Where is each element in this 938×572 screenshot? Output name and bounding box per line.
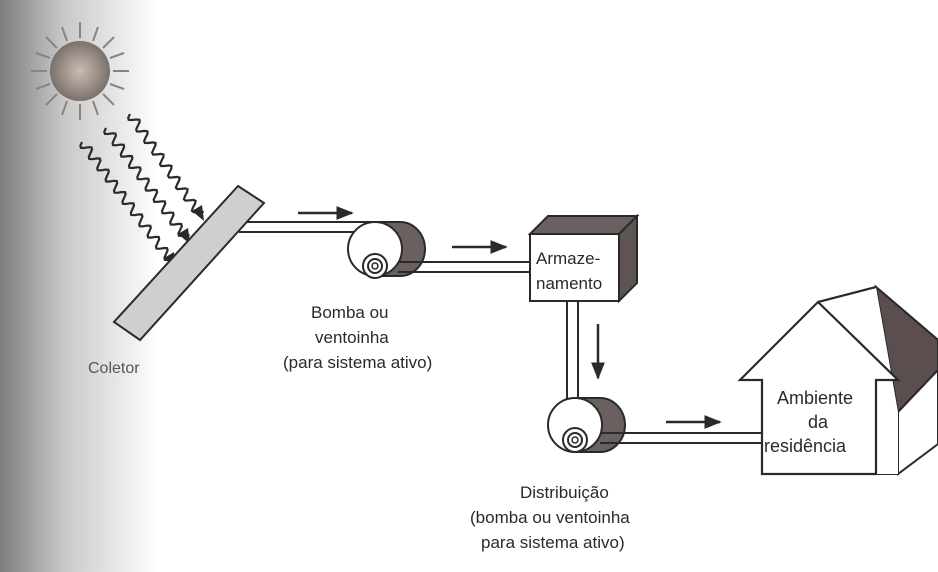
storage-label-line2: namento bbox=[536, 274, 602, 293]
radiation-wave bbox=[127, 113, 205, 214]
radiation-wave bbox=[79, 141, 176, 262]
house-label-line1: Ambiente bbox=[777, 388, 853, 408]
storage-label-line1: Armaze- bbox=[536, 249, 600, 268]
storage-box-icon bbox=[527, 213, 640, 304]
pump-label-line1: Bomba ou bbox=[311, 303, 389, 322]
pipe-distribution-to-house bbox=[600, 432, 762, 444]
distribution-label-line2: (bomba ou ventoinha bbox=[470, 508, 630, 527]
distribution-label-line3: para sistema ativo) bbox=[481, 533, 625, 552]
house-label-line3: residência bbox=[764, 436, 847, 456]
distribution-pump-icon bbox=[547, 397, 626, 453]
solar-radiation-waves bbox=[79, 113, 205, 262]
distribution-label-line1: Distribuição bbox=[520, 483, 609, 502]
pump-label-line2: ventoinha bbox=[315, 328, 389, 347]
sun-icon bbox=[31, 22, 129, 120]
house-label-line2: da bbox=[808, 412, 829, 432]
collector-panel bbox=[112, 184, 266, 342]
radiation-wave bbox=[103, 127, 190, 238]
pump-label-line3: (para sistema ativo) bbox=[283, 353, 432, 372]
pipe-storage-to-distribution bbox=[566, 301, 579, 416]
collector-label: Coletor bbox=[88, 360, 140, 377]
pump-fan-icon bbox=[347, 221, 426, 279]
house-icon bbox=[737, 284, 938, 476]
pipe-pump-to-storage bbox=[398, 261, 530, 273]
